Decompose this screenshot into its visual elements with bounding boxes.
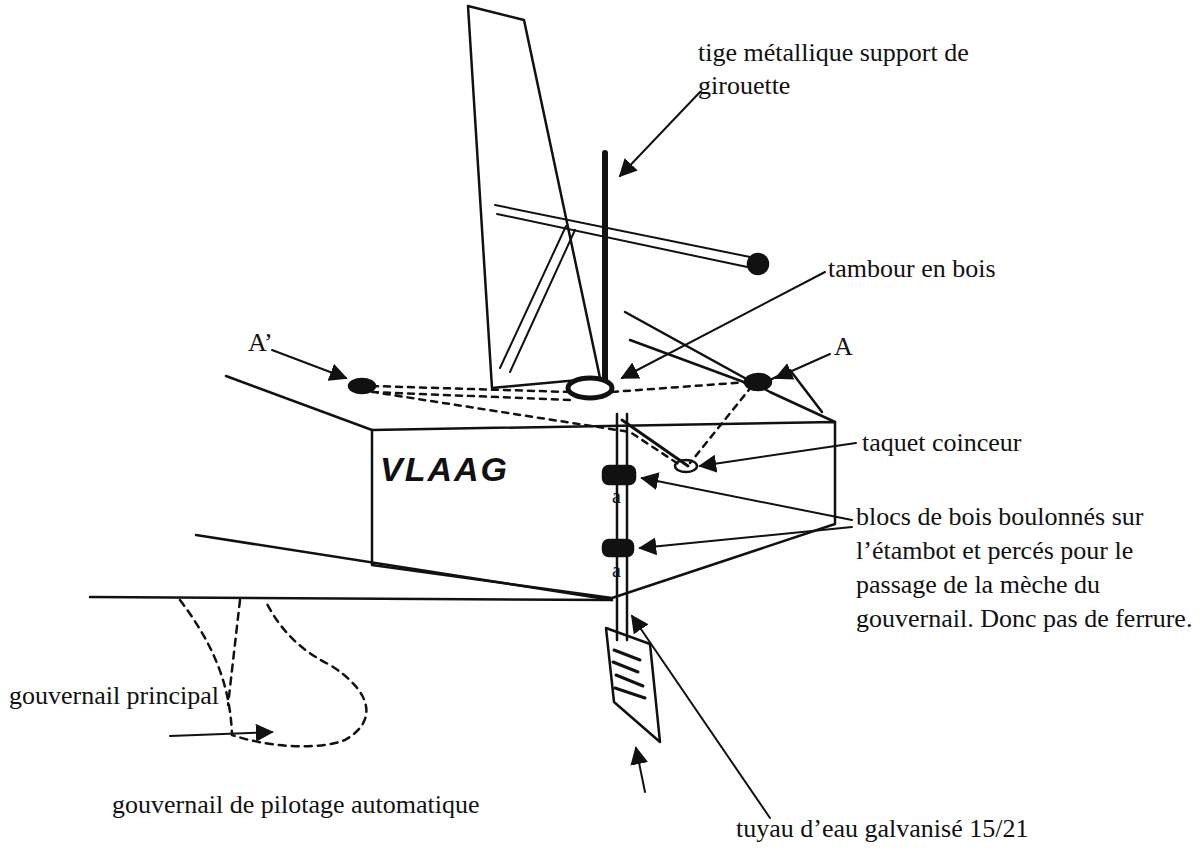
callout-label: blocs de bois boulonnés sur l’étambot et… (856, 500, 1196, 636)
callout-label: tige métallique support de girouette (698, 36, 1038, 102)
callout-label: gouvernail principal (2, 676, 226, 716)
callout-label: taquet coinceur (862, 426, 1122, 459)
callout-label: gouvernail de pilotage automatique (112, 788, 712, 821)
callout-label: A (834, 330, 874, 363)
transom-panel: VLAAG (380, 450, 509, 489)
callout-label: tambour en bois (828, 252, 1088, 285)
boat-name: VLAAG (380, 450, 509, 489)
callout-label: A’ (248, 326, 288, 359)
callout-label: tuyau d’eau galvanisé 15/21 (736, 812, 1196, 845)
callout-label: a (612, 484, 632, 508)
callout-label: a (612, 558, 632, 582)
